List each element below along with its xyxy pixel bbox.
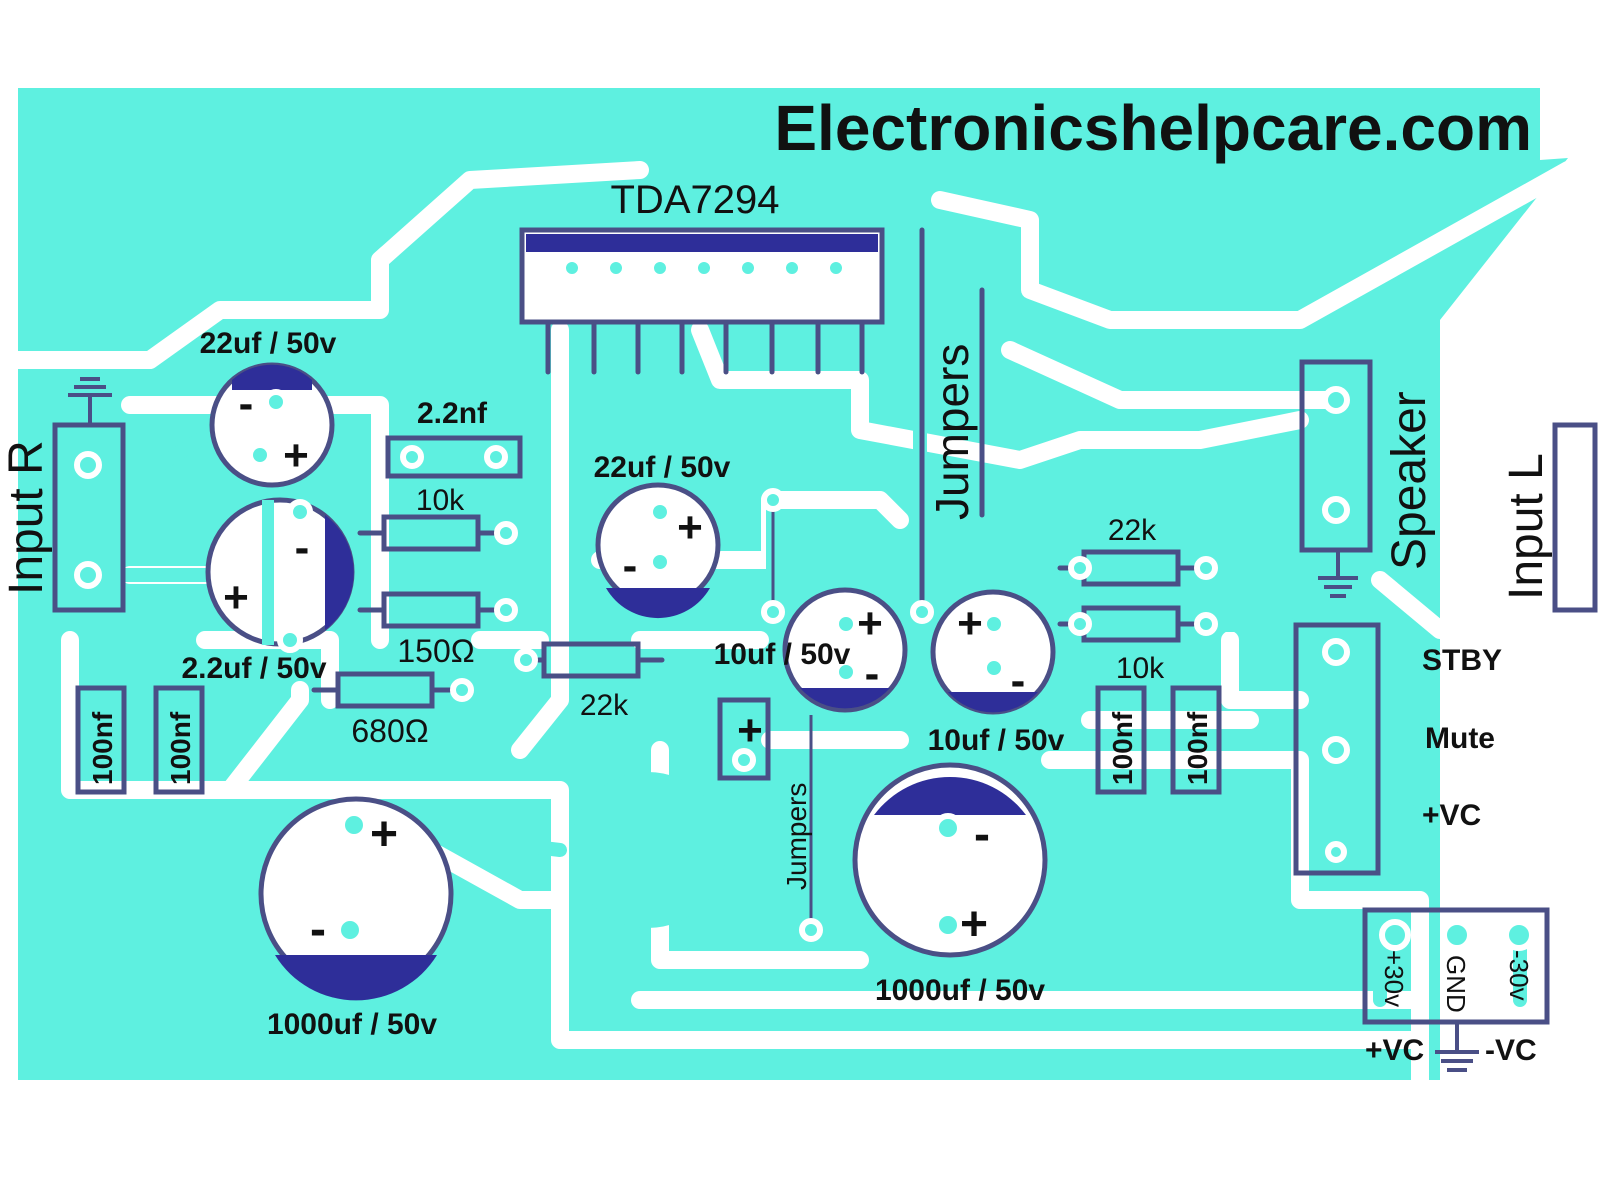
cap-10uf-b-label: 10uf / 50v — [928, 724, 1065, 757]
ground-symbol-supply — [1435, 1022, 1479, 1072]
control-connector: STBY Mute +VC — [1293, 622, 1502, 876]
jumpers-bottom-label: Jumpers — [781, 783, 812, 890]
capacitor-22uf-mid: + - 22uf / 50v — [594, 451, 731, 619]
cap-10uf-b-plus: + — [957, 599, 983, 648]
cap-10uf-b-minus: - — [1011, 656, 1026, 705]
ground-symbol-input-r — [68, 377, 112, 425]
supply-gnd-label: GND — [1441, 955, 1471, 1013]
cap-1000uf-right-label: 1000uf / 50v — [875, 974, 1045, 1007]
cap-100nf-4-label: 100nf — [1182, 711, 1213, 785]
resistor-680-ohm: 680Ω — [311, 671, 474, 749]
cap-10uf-a-minus: - — [865, 649, 880, 698]
ic-pins — [545, 319, 865, 375]
cap-10uf-a-plus: + — [857, 599, 883, 648]
speaker-label: Speaker — [1383, 391, 1436, 570]
capacitor-10uf-a: + - 10uf / 50v — [714, 587, 908, 713]
res-680-label: 680Ω — [351, 713, 428, 749]
resistor-22k-right: 22k — [1057, 514, 1218, 587]
cap-1000uf-right-plus: + — [960, 898, 988, 951]
res-150-label: 150Ω — [397, 633, 474, 669]
cap-2-2uf-plus: + — [223, 573, 249, 622]
ic-top-pads — [560, 256, 848, 280]
input-r-label: Input R — [0, 440, 53, 595]
power-connector: +30v GND -30v +VC -VC — [1362, 907, 1550, 1072]
cap-1000uf-left-minus: - — [310, 903, 326, 956]
cap-100nf-3-label: 100nf — [1107, 711, 1138, 785]
capacitor-100nf-1: 100nf — [75, 685, 127, 795]
supply-neg-label: -30v — [1504, 950, 1534, 1001]
input-l-label: Input L — [1500, 453, 1553, 600]
capacitor-100nf-3: 100nf — [1095, 685, 1147, 795]
res-22k-mid-label: 22k — [580, 689, 629, 722]
capacitor-10uf-b: + - 10uf / 50v — [928, 589, 1065, 757]
resistor-150-ohm: 150Ω — [357, 591, 518, 669]
capacitor-100nf-4: 100nf — [1170, 685, 1222, 795]
resistor-10k-left: 10k — [357, 484, 518, 552]
input-r-connector: Input R — [0, 377, 126, 613]
cap-2-2uf-label: 2.2uf / 50v — [181, 652, 326, 685]
res-22k-right-label: 22k — [1108, 514, 1157, 547]
mute-label: Mute — [1425, 722, 1495, 755]
cap-22uf-left-label: 22uf / 50v — [200, 327, 337, 360]
cap-22uf-left-plus: + — [283, 431, 309, 480]
website-title: Electronicshelpcare.com — [774, 92, 1532, 164]
cap-2-2uf-minus: - — [295, 523, 310, 572]
cap-1000uf-left-plus: + — [370, 808, 398, 861]
resistor-10k-right: 10k — [1057, 605, 1218, 685]
cap-100nf-2-label: 100nf — [165, 711, 196, 785]
cap-100nf-1-label: 100nf — [87, 711, 118, 785]
small-plus-block: + — [717, 697, 771, 781]
capacitor-100nf-2: 100nf — [153, 685, 205, 795]
capacitor-22uf-left: - + 22uf / 50v — [200, 327, 337, 488]
small-block-plus: + — [737, 706, 763, 755]
ic-label: TDA7294 — [611, 178, 780, 222]
cap-22uf-mid-label: 22uf / 50v — [594, 451, 731, 484]
supply-pos-label: +30v — [1379, 950, 1409, 1007]
ic-tda7294 — [519, 227, 885, 375]
capacitor-2-2uf: - + 2.2uf / 50v — [181, 497, 355, 685]
jumpers-top-label: Jumpers — [926, 344, 978, 520]
res-10k-left-label: 10k — [416, 484, 465, 517]
cap-1000uf-left-label: 1000uf / 50v — [267, 1008, 437, 1041]
cap-1000uf-right-minus: - — [974, 808, 990, 861]
cap-22uf-mid-minus: - — [623, 541, 638, 590]
capacitor-1000uf-left: + - 1000uf / 50v — [258, 796, 454, 1041]
jumper-top: Jumpers — [910, 227, 985, 624]
rail-pos-label: +VC — [1365, 1034, 1424, 1067]
jumper-bottom: Jumpers — [761, 488, 823, 942]
ground-symbol-speaker — [1318, 550, 1358, 598]
cap-10uf-a-label: 10uf / 50v — [714, 638, 851, 671]
input-l-connector: Input L — [1500, 422, 1598, 613]
vc-label: +VC — [1422, 799, 1481, 832]
cap-22uf-mid-plus: + — [677, 503, 703, 552]
stby-label: STBY — [1422, 644, 1502, 677]
res-10k-right-label: 10k — [1116, 652, 1165, 685]
resistor-22k-mid: 22k — [514, 641, 665, 722]
cap-22uf-left-minus: - — [239, 379, 254, 428]
capacitor-1000uf-right: - + 1000uf / 50v — [852, 762, 1048, 1007]
capacitor-2-2nf: 2.2nf — [385, 397, 523, 479]
cap-2-2nf-label: 2.2nf — [417, 397, 488, 430]
speaker-connector: Speaker — [1299, 359, 1436, 598]
rail-neg-label: -VC — [1485, 1034, 1537, 1067]
